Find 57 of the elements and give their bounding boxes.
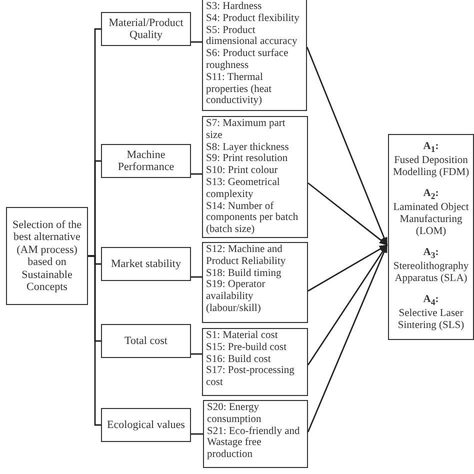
criterion-text: Selection of the best alternative (AM process) based on Sustainable Concepts <box>11 218 83 294</box>
criterion-text: Ecological values <box>107 418 185 432</box>
alternative-code: A$_{3}$: <box>422 247 440 262</box>
alternatives-box <box>388 134 474 340</box>
sub-criterion-text: S5: Product dimensional accuracy <box>206 24 298 48</box>
sub-criterion-text: S15: Pre-build cost <box>206 342 288 354</box>
sub-criterion-text: S9: Print resolution <box>206 153 289 166</box>
sub-criterion-text: S7: Maximum part size <box>206 118 286 142</box>
sub-criteria-box <box>203 400 308 468</box>
arrow <box>308 182 388 246</box>
sub-criterion-text: S17: Post-processing cost <box>206 365 296 389</box>
alternative-code: A$_{4}$: <box>422 294 440 308</box>
sub-criterion-text: S18: Build timing <box>206 268 282 280</box>
arrow <box>307 244 388 432</box>
sub-criterion-text: S21: Eco-friendly and Wastage free production <box>207 426 301 461</box>
criteria-box <box>101 408 191 442</box>
connector-line <box>191 173 202 175</box>
criterion-text: Machine Performance <box>116 148 176 174</box>
sub-criterion-text: S1: Material cost <box>206 330 279 342</box>
criterion-text: Market stability <box>111 258 181 270</box>
alternative-name: Selective Laser Sintering (SLS) <box>396 308 466 332</box>
alternative-name: Stereolithography Apparatus (SLA) <box>392 261 470 286</box>
sub-criterion-text: S20: Energy consumption <box>207 402 262 426</box>
criteria-box <box>101 247 191 281</box>
goal-box <box>6 207 88 305</box>
connector-line <box>191 41 202 43</box>
arrow <box>306 46 388 246</box>
alternative-code: A$_{2}$: <box>422 188 440 202</box>
arrow <box>307 244 388 366</box>
criteria-box <box>101 12 191 46</box>
sub-criterion-text: S3: Hardness <box>206 1 263 13</box>
sub-criterion-text: S13: Geometrical complexity <box>206 176 281 201</box>
sub-criterion-text: S16: Build cost <box>206 354 272 366</box>
sub-criterion-text: S11: Thermal properties (heat conductivity) <box>206 72 273 108</box>
alternative-name: Fused Deposition Modelling (FDM) <box>392 155 470 180</box>
sub-criteria-box <box>202 242 308 323</box>
sub-criterion-text: S4: Product flexibility <box>206 12 300 25</box>
connector-line <box>88 255 101 426</box>
alternative-name: Laminated Object Manufacturing (LOM) <box>392 202 470 238</box>
sub-criterion-text: S19: Operator availability (labour/skill) <box>206 279 266 315</box>
connector-line <box>191 433 203 435</box>
criteria-box <box>101 144 191 178</box>
alternative-code: A$_{1}$: <box>422 141 440 156</box>
sub-criterion-text: S6: Product surface roughness <box>206 48 290 72</box>
criteria-box <box>101 324 191 358</box>
sub-criterion-text: S8: Layer thickness <box>206 142 290 154</box>
sub-criterion-text: S14: Number of components per batch (batch size) <box>206 200 300 236</box>
criterion-text: Total cost <box>124 334 168 348</box>
sub-criterion-text: S12: Machine and Product Reliability <box>206 244 287 268</box>
connector-line <box>191 276 202 278</box>
sub-criteria-box <box>202 0 307 111</box>
connector-line <box>191 353 202 355</box>
sub-criterion-text: S10: Print colour <box>206 165 279 177</box>
arrow <box>308 244 388 292</box>
sub-criteria-box <box>202 116 308 238</box>
sub-criteria-box <box>202 328 308 396</box>
criterion-text: Material/Product Quality <box>108 16 184 42</box>
